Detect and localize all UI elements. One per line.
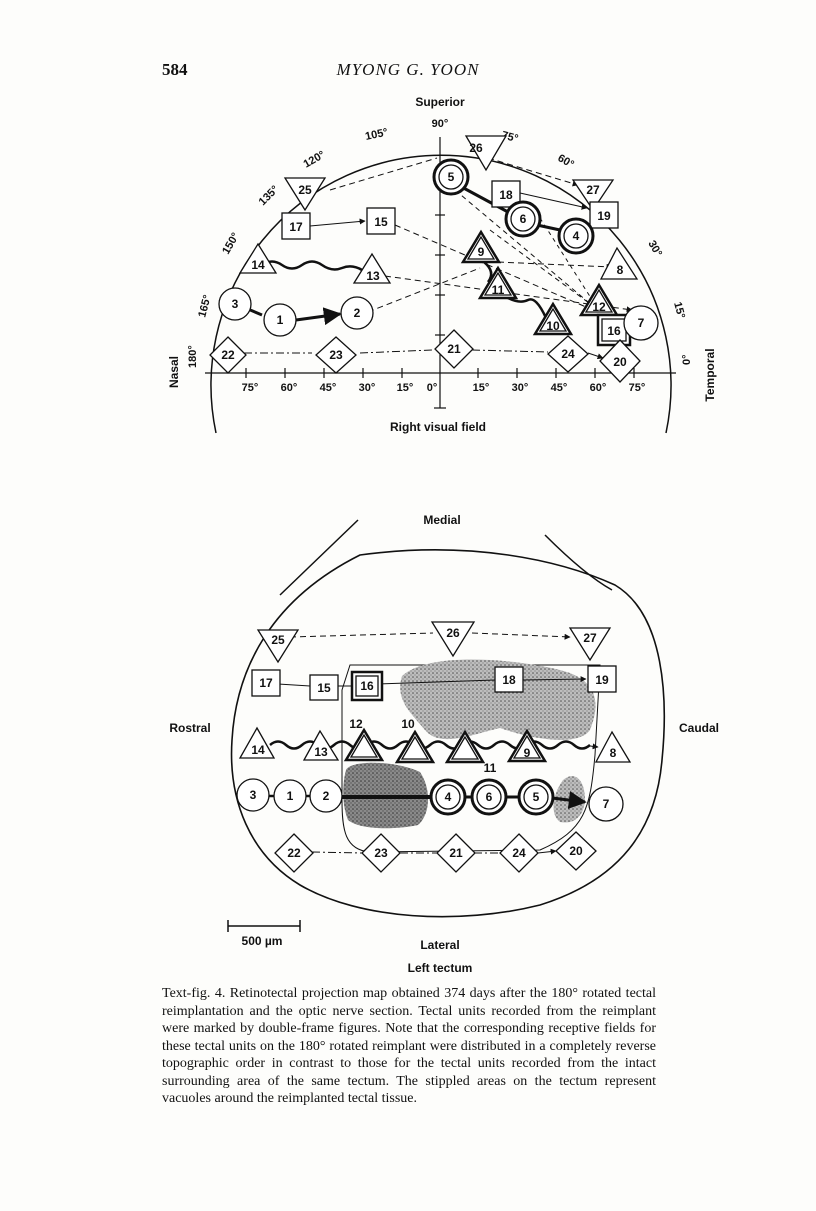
tc-unit-19: 19 <box>595 673 609 687</box>
tc-unit-18: 18 <box>502 673 516 687</box>
vf-unit-7: 7 <box>638 316 645 330</box>
vf-unit-3: 3 <box>232 297 239 311</box>
vf-unit-4: 4 <box>573 229 580 243</box>
tc-unit-25: 25 <box>271 633 285 647</box>
label-right-visual-field: Right visual field <box>390 420 486 434</box>
vf-unit-17: 17 <box>289 220 303 234</box>
tc-unit-24: 24 <box>512 846 526 860</box>
tc-unit-11: 11 <box>484 761 497 775</box>
label-lateral: Lateral <box>420 938 459 952</box>
tc-unit-17: 17 <box>259 676 273 690</box>
polar-75: 75° <box>500 129 519 145</box>
xtick-0: 0° <box>427 382 438 394</box>
vf-unit-26: 26 <box>469 141 483 155</box>
tectum-outline <box>230 549 666 918</box>
polar-0: 0° <box>681 354 693 365</box>
vf-unit-8: 8 <box>617 263 624 277</box>
vf-unit-13: 13 <box>366 269 380 283</box>
tc-unit-8: 8 <box>610 746 617 760</box>
tc-unit-12: 12 <box>349 717 363 731</box>
running-head-author: MYONG G. YOON <box>336 60 480 79</box>
tc-unit-16: 16 <box>360 679 374 693</box>
xtick-30-right: 30° <box>512 382 529 394</box>
figure-caption: Text-fig. 4. Retinotectal projection map… <box>162 986 656 1106</box>
vf-unit-2: 2 <box>354 306 361 320</box>
vf-unit-12: 12 <box>592 300 606 314</box>
vf-unit-19: 19 <box>597 209 611 223</box>
vf-unit-15: 15 <box>374 215 388 229</box>
polar-105: 105° <box>364 126 389 142</box>
tc-unit-26: 26 <box>446 626 460 640</box>
tc-unit-21: 21 <box>449 846 463 860</box>
tc-unit-15: 15 <box>317 681 331 695</box>
vf-unit-10: 10 <box>546 319 560 333</box>
polar-90: 90° <box>432 118 449 130</box>
tc-unit-9: 9 <box>524 746 531 760</box>
label-nasal: Nasal <box>167 356 181 388</box>
tc-unit-27: 27 <box>583 631 597 645</box>
label-temporal: Temporal <box>703 348 717 401</box>
xtick-60-right: 60° <box>590 382 607 394</box>
reimplant-outline <box>341 664 601 853</box>
vf-unit-5: 5 <box>448 170 455 184</box>
tc-unit-13: 13 <box>314 745 328 759</box>
vf-unit-9: 9 <box>478 245 485 259</box>
tc-unit-3: 3 <box>250 788 257 802</box>
tc-unit-7: 7 <box>603 797 610 811</box>
tc-unit-23: 23 <box>374 846 388 860</box>
tc-unit-2: 2 <box>323 789 330 803</box>
vf-unit-25: 25 <box>298 183 312 197</box>
polar-165: 165° <box>196 294 213 319</box>
label-rostral: Rostral <box>169 721 210 735</box>
scale-bar <box>227 920 301 932</box>
xtick-15-left: 15° <box>397 382 414 394</box>
tc-unit-1: 1 <box>287 789 294 803</box>
tc-unit-6: 6 <box>486 790 493 804</box>
xtick-75-right: 75° <box>629 382 646 394</box>
vf-unit-1: 1 <box>277 313 284 327</box>
page-number: 584 <box>162 60 188 79</box>
scale-bar-label: 500 µm <box>242 934 283 948</box>
tc-unit-20: 20 <box>569 844 583 858</box>
xtick-60-left: 60° <box>281 382 298 394</box>
xtick-45-right: 45° <box>551 382 568 394</box>
vf-unit-23: 23 <box>329 348 343 362</box>
polar-15: 15° <box>671 301 687 320</box>
tc-unit-10: 10 <box>401 717 415 731</box>
label-superior: Superior <box>415 95 465 109</box>
vf-unit-22: 22 <box>221 348 235 362</box>
xtick-15-right: 15° <box>473 382 490 394</box>
vf-unit-11: 11 <box>492 283 505 297</box>
tc-unit-22: 22 <box>287 846 301 860</box>
vf-unit-24: 24 <box>561 347 575 361</box>
label-medial: Medial <box>423 513 460 527</box>
xtick-30-left: 30° <box>359 382 376 394</box>
polar-180: 180° <box>187 345 199 368</box>
xtick-45-left: 45° <box>320 382 337 394</box>
vf-unit-18: 18 <box>499 188 513 202</box>
label-left-tectum: Left tectum <box>408 961 473 975</box>
vf-unit-6: 6 <box>520 212 527 226</box>
vf-unit-20: 20 <box>613 355 627 369</box>
tc-unit-5: 5 <box>533 790 540 804</box>
vf-unit-16: 16 <box>607 324 621 338</box>
label-caudal: Caudal <box>679 721 719 735</box>
vf-unit-21: 21 <box>447 342 461 356</box>
vf-unit-27: 27 <box>586 183 600 197</box>
tc-unit-4: 4 <box>445 790 452 804</box>
vf-unit-14: 14 <box>251 258 265 272</box>
tc-unit-14: 14 <box>251 743 265 757</box>
xtick-75-left: 75° <box>242 382 259 394</box>
